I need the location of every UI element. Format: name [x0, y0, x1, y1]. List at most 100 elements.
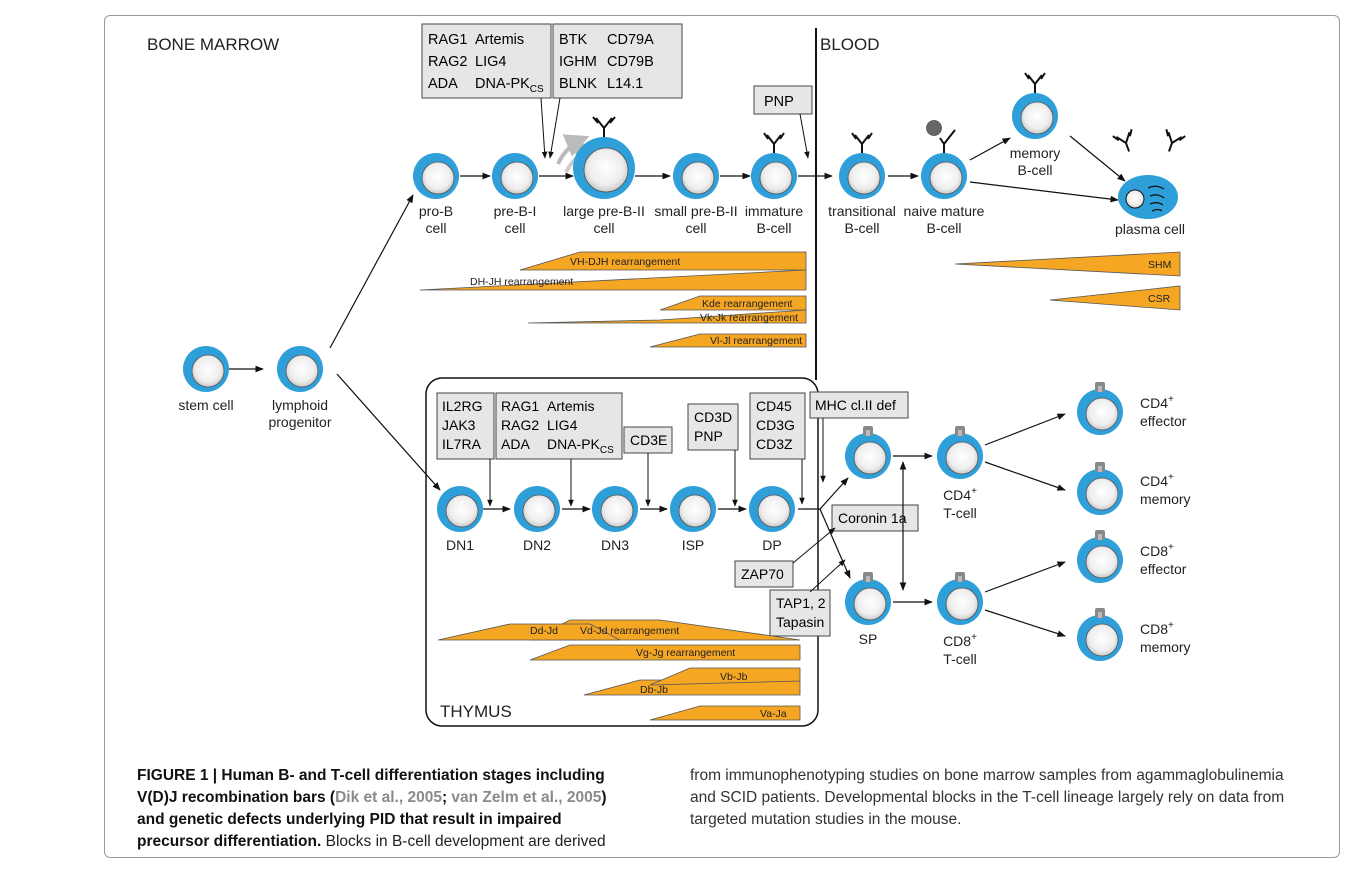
block-arrow-b-rag [540, 97, 548, 159]
svg-text:CD79B: CD79B [607, 54, 654, 70]
label-small-pre-b2: small pre-B-II [654, 203, 737, 219]
label-cd4-effector: effector [1140, 413, 1187, 429]
defect-box-b-rag: RAG1 Artemis RAG2 LIG4 ADA DNA-PKCS [421, 23, 552, 99]
label-cd4-memory: memory [1140, 491, 1191, 507]
svg-text:Tapasin: Tapasin [776, 614, 824, 630]
label-cd8-t: CD8+ [943, 632, 977, 649]
label-sp: SP [859, 631, 878, 647]
svg-text:Artemis: Artemis [547, 398, 594, 414]
block-arrow-t-zap70 [792, 527, 836, 564]
svg-text:LIG4: LIG4 [547, 417, 578, 433]
cell-cd4-effector [1077, 382, 1123, 435]
svg-text:PNP: PNP [694, 428, 723, 444]
defect-box-b-pnp: PNP [753, 85, 813, 115]
svg-text:Coronin 1a: Coronin 1a [838, 510, 907, 526]
svg-text:Artemis: Artemis [475, 32, 524, 48]
svg-text:CD3E: CD3E [630, 432, 667, 448]
caption-bold: FIGURE 1 | Human B- and T-cell different… [137, 767, 605, 806]
defect-box-b-btk: BTK CD79A IGHM CD79B BLNK L14.1 [552, 23, 683, 99]
label-transitional: B-cell [844, 220, 879, 236]
cell-large-pre-b2 [573, 116, 635, 199]
label-pro-b: pro-B [419, 203, 453, 219]
bar-vb-jb [649, 667, 801, 686]
label-memory-b: memory [1010, 145, 1061, 161]
defect-box-t-zap70: ZAP70 [734, 560, 794, 588]
svg-text:RAG1: RAG1 [501, 398, 539, 414]
label-naive-mature: B-cell [926, 220, 961, 236]
cell-cd8-effector [1077, 530, 1123, 583]
svg-text:DNA-PKCS: DNA-PKCS [547, 436, 614, 456]
svg-text:IL2RG: IL2RG [442, 398, 482, 414]
svg-text:JAK3: JAK3 [442, 417, 476, 433]
bar-kde [659, 295, 807, 311]
bar-label-vd-jd: Vd-Jd rearrangement [580, 625, 679, 637]
caption-reference[interactable]: Dik et al., 2005 [335, 789, 442, 806]
bar-label-db-jb: Db-Jb [640, 684, 668, 696]
label-dn3: DN3 [601, 537, 629, 553]
bar-shm [954, 251, 1181, 277]
arrow-naive-to-memory [969, 137, 1011, 161]
bar-label-shm: SHM [1148, 259, 1171, 271]
label-large-pre-b2: large pre-B-II [563, 203, 645, 219]
cell-pro-b [413, 153, 459, 199]
bar-vg-jg [529, 644, 801, 661]
caption-bold: ; [441, 789, 452, 806]
cell-pre-b1 [492, 153, 538, 199]
defect-box-t-mhc: MHC cl.II def [809, 391, 909, 419]
cell-lymphoid [277, 346, 323, 392]
bar-label-csr: CSR [1148, 293, 1171, 305]
caption-reference[interactable]: van Zelm et al., 2005 [451, 789, 602, 806]
arrow-cd8t-to-eff [984, 561, 1066, 593]
bar-va-ja [649, 705, 801, 721]
svg-text:CD3G: CD3G [756, 417, 795, 433]
svg-text:CD79A: CD79A [607, 32, 654, 48]
bar-label-dd-jd: Dd-Jd [530, 625, 558, 637]
cell-memory-b [1012, 72, 1058, 139]
label-immature: immature [745, 203, 804, 219]
arrow-cd8t-to-mem [984, 609, 1066, 637]
figure-frame [104, 15, 1340, 858]
label-cd8-effector: effector [1140, 561, 1187, 577]
cell-cd8-t [937, 572, 983, 625]
bar-label-dh-jh: DH-JH rearrangement [470, 276, 573, 288]
thymus-region [425, 377, 819, 727]
svg-text:BLNK: BLNK [559, 76, 597, 92]
bar-label-vb-jb: Vb-Jb [720, 671, 748, 683]
svg-text:ZAP70: ZAP70 [741, 566, 784, 582]
arrow-dp-to-cd4-sp [819, 477, 849, 510]
caption-text: Blocks in B-cell development are derived [321, 833, 606, 850]
label-cd4-t: T-cell [943, 505, 976, 521]
label-cd8-effector: CD8+ [1140, 542, 1174, 559]
block-arrow-b-pnp [799, 113, 810, 159]
label-cd8-memory: CD8+ [1140, 620, 1174, 637]
label-dn2: DN2 [523, 537, 551, 553]
svg-text:PNP: PNP [764, 94, 794, 110]
svg-text:CD45: CD45 [756, 398, 792, 414]
svg-text:ADA: ADA [428, 76, 458, 92]
region-bone-marrow: BONE MARROW [147, 35, 279, 54]
bar-vk-jk [527, 309, 807, 324]
label-cd8-t: T-cell [943, 651, 976, 667]
cell-dn2 [514, 486, 560, 532]
bar-label-vl-jl: Vl-Jl rearrangement [710, 335, 802, 347]
bar-label-vk-jk: Vk-Jk rearrangement [700, 312, 798, 324]
svg-text:BTK: BTK [559, 32, 588, 48]
svg-text:CD3Z: CD3Z [756, 436, 793, 452]
defect-box-t-cd3d: CD3D PNP [687, 403, 739, 451]
label-plasma: plasma cell [1115, 221, 1185, 237]
cell-dn3 [592, 486, 638, 532]
label-lymphoid: lymphoid [272, 397, 328, 413]
label-immature: B-cell [756, 220, 791, 236]
bar-dh-jh [419, 269, 807, 291]
svg-text:IGHM: IGHM [559, 54, 597, 70]
defect-box-t-tap: TAP1, 2 Tapasin [769, 589, 831, 637]
arrow-cd4t-to-mem [984, 461, 1066, 491]
defect-box-t-cd3e: CD3E [623, 426, 673, 454]
defect-box-t-coronin: Coronin 1a [831, 504, 919, 532]
label-small-pre-b2: cell [685, 220, 706, 236]
arrow-dp-to-cd8-sp [819, 508, 851, 579]
cell-dp [749, 486, 795, 532]
label-cd8-memory: memory [1140, 639, 1191, 655]
bar-label-vh-djh: VH-DJH rearrangement [570, 256, 680, 268]
svg-text:RAG2: RAG2 [428, 54, 468, 70]
